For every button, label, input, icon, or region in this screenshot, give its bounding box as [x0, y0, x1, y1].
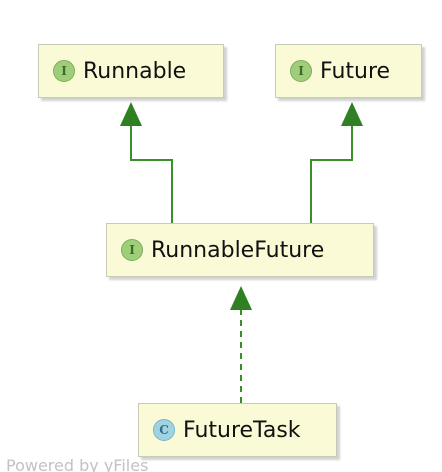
interface-icon: I — [53, 60, 75, 82]
arrowhead-runnablefuture — [230, 286, 252, 310]
node-label: Future — [320, 58, 391, 84]
interface-icon: I — [290, 60, 312, 82]
watermark: Powered by yFiles — [6, 456, 149, 472]
arrowhead-future — [341, 102, 363, 126]
edge-runnablefuture-to-runnable — [130, 126, 173, 223]
edge-runnablefuture-to-future — [310, 126, 353, 223]
node-label: FutureTask — [183, 417, 301, 443]
node-label: Runnable — [83, 58, 187, 84]
node-runnable[interactable]: I Runnable — [38, 44, 224, 98]
class-icon: C — [153, 419, 175, 441]
node-label: RunnableFuture — [151, 237, 325, 263]
node-runnablefuture[interactable]: I RunnableFuture — [106, 223, 374, 277]
node-future[interactable]: I Future — [275, 44, 422, 98]
interface-icon: I — [121, 239, 143, 261]
arrowhead-runnable — [120, 102, 142, 126]
node-futuretask[interactable]: C FutureTask — [138, 403, 337, 457]
